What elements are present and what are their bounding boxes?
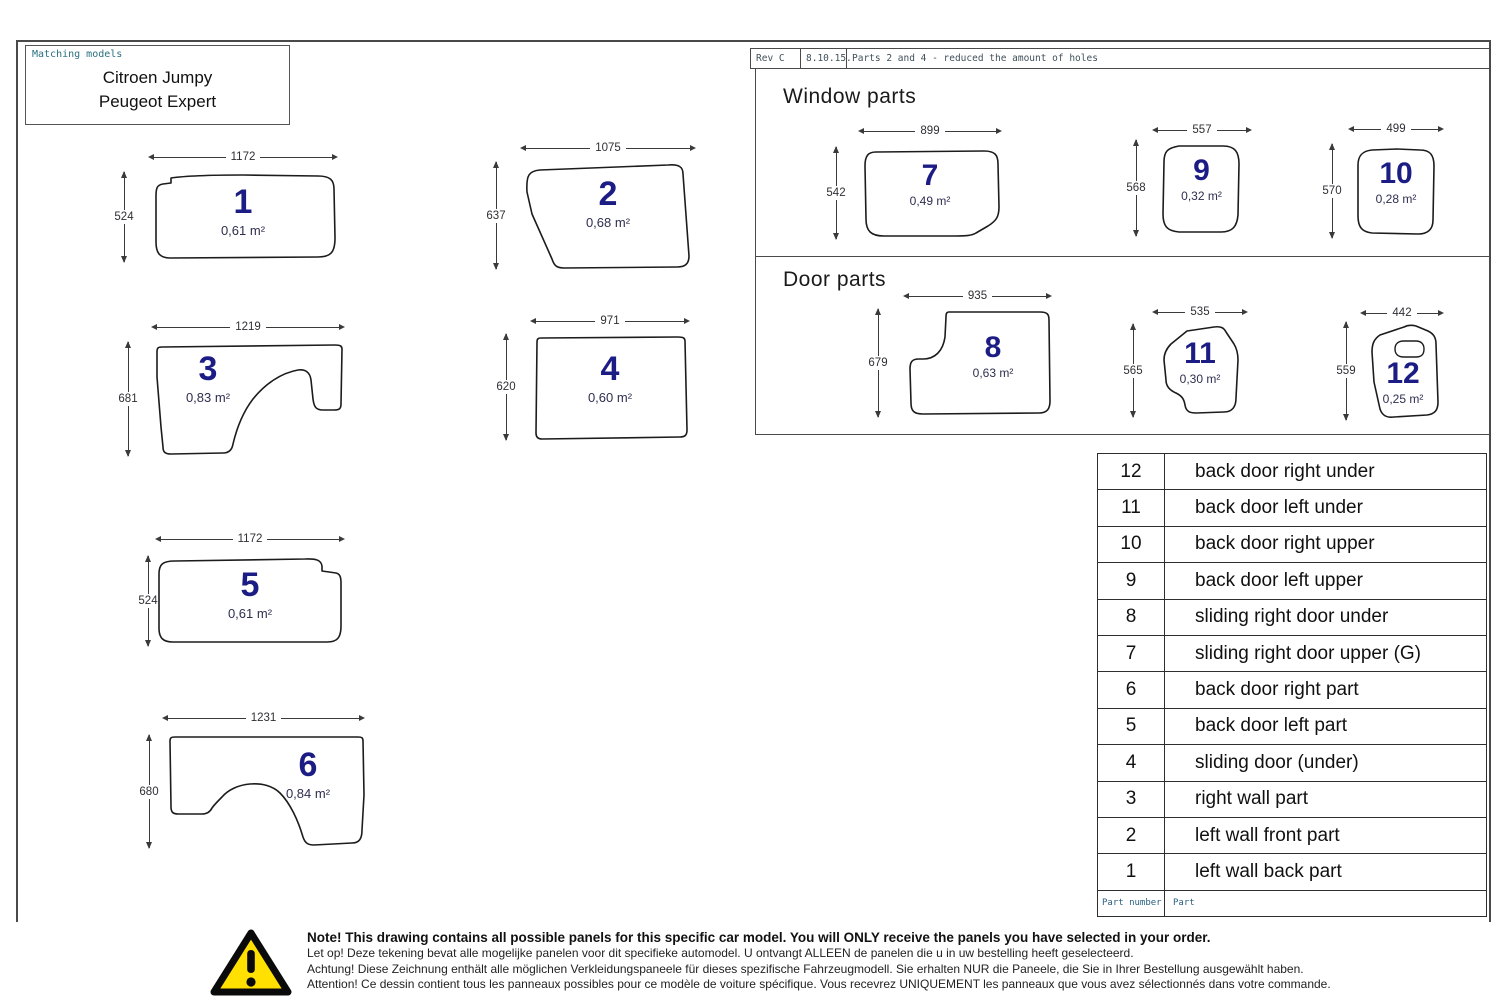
model-name-2: Peugeot Expert <box>98 92 217 111</box>
part-7-label: 7 0,49 m² <box>909 159 951 208</box>
table-footer: Part number Part <box>1098 890 1486 916</box>
part-4-label: 4 0,60 m² <box>587 350 633 405</box>
part-2-height-dim: 637 <box>483 161 509 270</box>
order-note: Note! This drawing contains all possible… <box>307 930 1447 993</box>
part-12-label: 12 0,25 m² <box>1382 357 1424 406</box>
part-9-label: 9 0,32 m² <box>1181 154 1222 203</box>
part-11-outline <box>1163 325 1239 414</box>
part-9-height-dim: 568 <box>1123 139 1149 237</box>
part-7-outline <box>864 150 1000 237</box>
model-names: Citroen Jumpy Peugeot Expert <box>26 66 289 114</box>
part-6-label: 6 0,84 m² <box>285 746 331 801</box>
part-10-height-dim: 570 <box>1319 143 1345 239</box>
part-4-height-dim: 620 <box>493 333 519 441</box>
door-parts-title: Door parts <box>783 268 887 291</box>
table-footer-part: Part <box>1173 898 1195 909</box>
right-panel-frame <box>755 69 1491 435</box>
part-7-height-dim: 542 <box>823 146 849 240</box>
part-10-width-dim: 499 <box>1348 122 1444 136</box>
revision-date: 8.10.15. <box>800 48 852 69</box>
part-7-width-dim: 899 <box>858 124 1002 138</box>
part-8-label: 8 0,63 m² <box>972 331 1014 380</box>
part-5-label: 5 0,61 m² <box>227 566 273 621</box>
revision-code: Rev C <box>750 48 800 69</box>
part-6-outline <box>169 736 365 846</box>
part-12-outline <box>1371 324 1439 418</box>
part-4-outline <box>535 336 688 440</box>
part-2-width-dim: 1075 <box>520 141 696 155</box>
part-9-outline <box>1162 145 1240 233</box>
model-name-1: Citroen Jumpy <box>102 68 213 87</box>
part-1-width-dim: 1172 <box>148 150 339 164</box>
part-12-height-dim: 559 <box>1333 321 1359 421</box>
part-6-width-dim: 1231 <box>162 711 365 725</box>
note-dutch: Let op! Deze tekening bevat alle mogelij… <box>307 946 1134 960</box>
matching-models-box: Matching models Citroen Jumpy Peugeot Ex… <box>25 45 290 125</box>
part-6-height-dim: 680 <box>136 734 162 849</box>
part-8-outline <box>909 311 1051 415</box>
part-10-outline <box>1357 148 1435 235</box>
part-3-label: 3 0,83 m² <box>185 350 231 405</box>
note-german: Achtung! Diese Zeichnung enthält alle mö… <box>307 961 1304 976</box>
window-door-divider <box>755 256 1491 257</box>
part-5-height-dim: 524 <box>135 555 161 647</box>
part-5-width-dim: 1172 <box>155 532 346 546</box>
part-8-height-dim: 679 <box>865 308 891 418</box>
part-12-width-dim: 442 <box>1360 306 1444 320</box>
part-3-outline <box>156 344 343 455</box>
part-1-outline <box>155 174 336 259</box>
drawing-frame <box>16 40 1491 922</box>
table-footer-part-number: Part number <box>1098 890 1165 916</box>
part-1-height-dim: 524 <box>111 171 137 263</box>
part-3-height-dim: 681 <box>115 341 141 457</box>
matching-models-label: Matching models <box>32 49 123 60</box>
part-2-outline <box>526 164 690 269</box>
warning-icon <box>210 929 292 996</box>
part-3-width-dim: 1219 <box>151 320 345 334</box>
part-5-outline <box>158 558 342 643</box>
revision-note: Parts 2 and 4 - reduced the amount of ho… <box>846 48 1491 69</box>
part-4-width-dim: 971 <box>530 314 690 328</box>
part-11-label: 11 0,30 m² <box>1179 337 1221 386</box>
part-2-label: 2 0,68 m² <box>585 175 631 230</box>
part-9-width-dim: 557 <box>1152 123 1252 137</box>
note-english: Note! This drawing contains all possible… <box>307 930 1211 945</box>
part-11-height-dim: 565 <box>1120 323 1146 418</box>
part-1-label: 1 0,61 m² <box>220 183 266 238</box>
revision-bar: Rev C 8.10.15. Parts 2 and 4 - reduced t… <box>750 48 1491 69</box>
part-10-label: 10 0,28 m² <box>1375 157 1417 206</box>
part-11-width-dim: 535 <box>1152 305 1248 319</box>
window-parts-title: Window parts <box>783 85 917 108</box>
note-french: Attention! Ce dessin contient tous les p… <box>307 977 1331 991</box>
part-8-width-dim: 935 <box>903 289 1052 303</box>
